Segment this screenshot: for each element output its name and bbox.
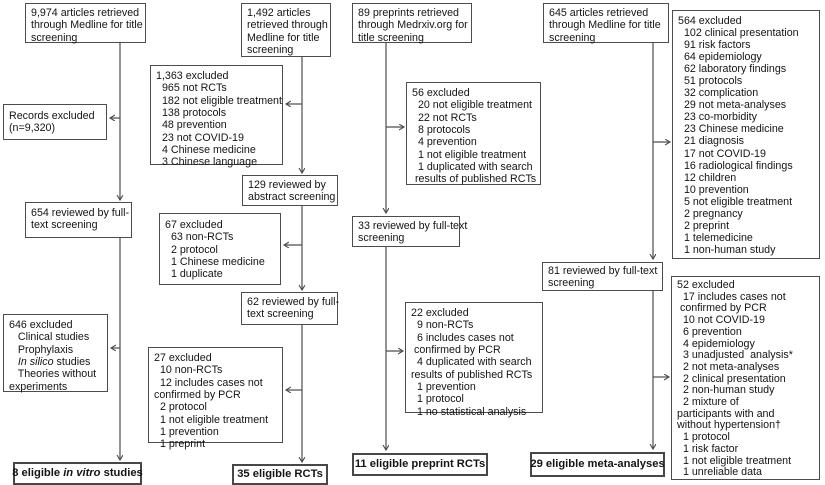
box-medline-title-screening-9974: 9,974 articles retrieved through Medline… bbox=[25, 3, 146, 44]
box-67-excluded: 67 excluded 63 non-RCTs 2 protocol 1 Chi… bbox=[159, 213, 281, 285]
in-vitro-italic: in vitro bbox=[63, 467, 101, 480]
box-654-fulltext-screening: 654 reviewed by full- text screening bbox=[25, 202, 132, 238]
eligible-meta-analyses-label: 29 eligible meta-analyses bbox=[530, 458, 665, 471]
box-129-abstract-screening: 129 reviewed by abstract screening bbox=[242, 175, 338, 206]
box-646-excluded: 646 excluded Clinical studies Prophylaxi… bbox=[3, 314, 108, 393]
box-medline-title-screening-1492: 1,492 articles retrieved through Medline… bbox=[241, 3, 331, 57]
eligible-text-end: studies bbox=[100, 467, 143, 480]
box-81-fulltext-screening: 81 reviewed by full-text screening bbox=[542, 262, 663, 291]
box-52-excluded: 52 excluded 17 includes cases not confir… bbox=[671, 276, 820, 480]
box-medline-title-screening-645: 645 articles retrieved through Medline f… bbox=[543, 3, 669, 44]
box-27-excluded: 27 excluded 10 non-RCTs 12 includes case… bbox=[148, 347, 283, 450]
box-medrxiv-title-screening-89: 89 preprints retrieved through Medrxiv.o… bbox=[352, 3, 472, 44]
box-56-excluded: 56 excluded 20 not eligible treatment 22… bbox=[406, 82, 541, 185]
box-35-eligible-rcts: 35 eligible RCTs bbox=[232, 464, 328, 485]
box-11-eligible-preprint-rcts: 11 eligible preprint RCTs bbox=[352, 453, 488, 476]
in-silico-italic: In silico bbox=[17, 356, 54, 369]
box-8-eligible-invitro-studies: 8 eligible in vitro studies bbox=[12, 462, 143, 485]
box-records-excluded: Records excluded (n=9,320) bbox=[3, 104, 107, 140]
box-62-fulltext-screening: 62 reviewed by full- text screening bbox=[241, 292, 339, 325]
eligible-preprint-rcts-label: 11 eligible preprint RCTs bbox=[354, 458, 486, 471]
box-1363-excluded: 1,363 excluded 965 not RCTs 182 not elig… bbox=[150, 65, 283, 168]
excluded-text-end: studies Theories without experiments bbox=[9, 356, 97, 393]
eligible-text-start: 8 eligible bbox=[12, 467, 64, 480]
box-564-excluded: 564 excluded 102 clinical presentation 9… bbox=[672, 10, 820, 259]
box-29-eligible-meta-analyses: 29 eligible meta-analyses bbox=[530, 452, 665, 477]
box-33-fulltext-screening: 33 reviewed by full-text screening bbox=[352, 216, 467, 247]
eligible-rcts-label: 35 eligible RCTs bbox=[237, 468, 323, 481]
box-22-excluded: 22 excluded 9 non-RCTs 6 includes cases … bbox=[405, 302, 543, 418]
excluded-text-start: 646 excluded Clinical studies Prophylaxi… bbox=[9, 319, 90, 356]
